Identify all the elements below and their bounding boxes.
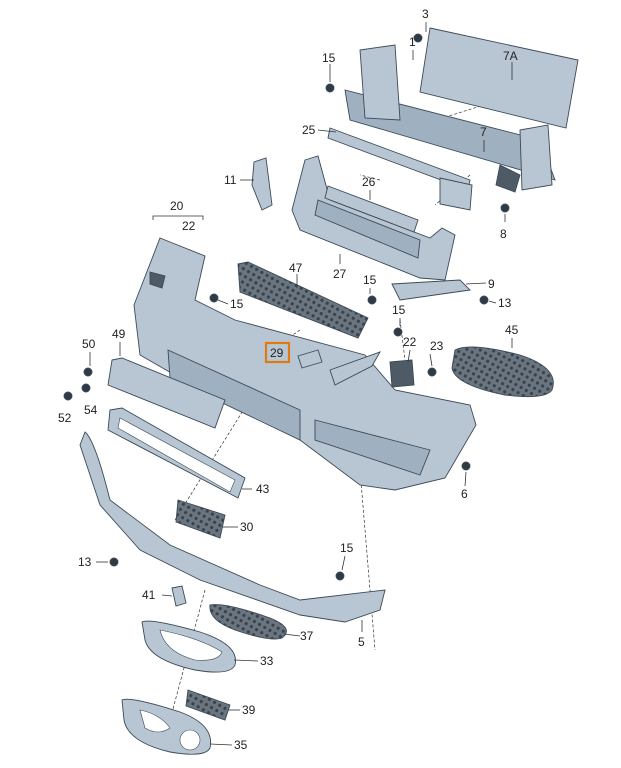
label-25: 25 bbox=[302, 123, 316, 137]
label-29: 29 bbox=[270, 346, 284, 360]
label-52: 52 bbox=[58, 411, 72, 425]
part-30-grille bbox=[175, 499, 226, 539]
part-9-bracket bbox=[391, 279, 471, 301]
label-1: 1 bbox=[409, 35, 416, 49]
label-15b: 15 bbox=[363, 273, 377, 287]
label-50: 50 bbox=[82, 337, 96, 351]
label-20: 20 bbox=[170, 199, 184, 213]
part-35-fog-frame bbox=[121, 698, 212, 755]
label-7: 7 bbox=[480, 125, 487, 139]
label-33: 33 bbox=[260, 654, 274, 668]
highlight-box-29 bbox=[264, 341, 291, 364]
part-49-license-bracket bbox=[107, 357, 226, 429]
part-7a-foam bbox=[419, 27, 579, 129]
label-15a: 15 bbox=[322, 51, 336, 65]
label-49: 49 bbox=[112, 327, 126, 341]
label-37: 37 bbox=[300, 629, 314, 643]
part-labels: 3 1 15 7A 25 7 11 26 20 22 8 47 27 15 9 … bbox=[58, 7, 519, 752]
label-39: 39 bbox=[242, 703, 256, 717]
label-11: 11 bbox=[224, 173, 237, 187]
label-35: 35 bbox=[234, 738, 248, 752]
part-43-grille-frame bbox=[107, 407, 246, 499]
label-6: 6 bbox=[461, 487, 468, 501]
part-45-side-grille bbox=[451, 346, 554, 398]
part-25-strip bbox=[327, 127, 473, 211]
label-43: 43 bbox=[256, 482, 270, 496]
label-13a: 13 bbox=[498, 296, 512, 310]
part-7-carrier bbox=[344, 44, 556, 193]
label-41: 41 bbox=[142, 588, 156, 602]
label-15d: 15 bbox=[392, 303, 406, 317]
label-47: 47 bbox=[289, 261, 303, 275]
part-22-bracket bbox=[389, 359, 415, 388]
part-33-fog-frame bbox=[141, 620, 236, 673]
label-22a: 22 bbox=[182, 219, 196, 233]
leader-lines bbox=[89, 22, 513, 746]
label-9: 9 bbox=[488, 277, 495, 291]
label-45: 45 bbox=[505, 323, 519, 337]
label-54: 54 bbox=[84, 403, 98, 417]
fasteners bbox=[63, 33, 510, 581]
part-27-frame bbox=[291, 155, 456, 281]
part-5-lower-spoiler bbox=[79, 431, 386, 623]
part-39-grille bbox=[185, 689, 231, 721]
part-37-grille bbox=[209, 604, 287, 640]
label-5: 5 bbox=[358, 635, 365, 649]
label-7a: 7A bbox=[503, 49, 518, 63]
label-30: 30 bbox=[240, 520, 254, 534]
label-27: 27 bbox=[333, 267, 347, 281]
part-47-upper-grille bbox=[237, 261, 369, 339]
label-23: 23 bbox=[430, 339, 444, 353]
label-15e: 15 bbox=[340, 541, 354, 555]
part-29-tow-cap bbox=[297, 349, 323, 369]
label-22b: 22 bbox=[403, 335, 417, 349]
label-3: 3 bbox=[422, 7, 429, 21]
label-15c: 15 bbox=[230, 297, 244, 311]
label-8: 8 bbox=[500, 227, 507, 241]
part-41-cap bbox=[171, 585, 187, 607]
label-26: 26 bbox=[362, 175, 376, 189]
part-26-strip bbox=[324, 185, 419, 233]
part-11-bracket bbox=[251, 157, 273, 211]
label-13b: 13 bbox=[78, 555, 92, 569]
